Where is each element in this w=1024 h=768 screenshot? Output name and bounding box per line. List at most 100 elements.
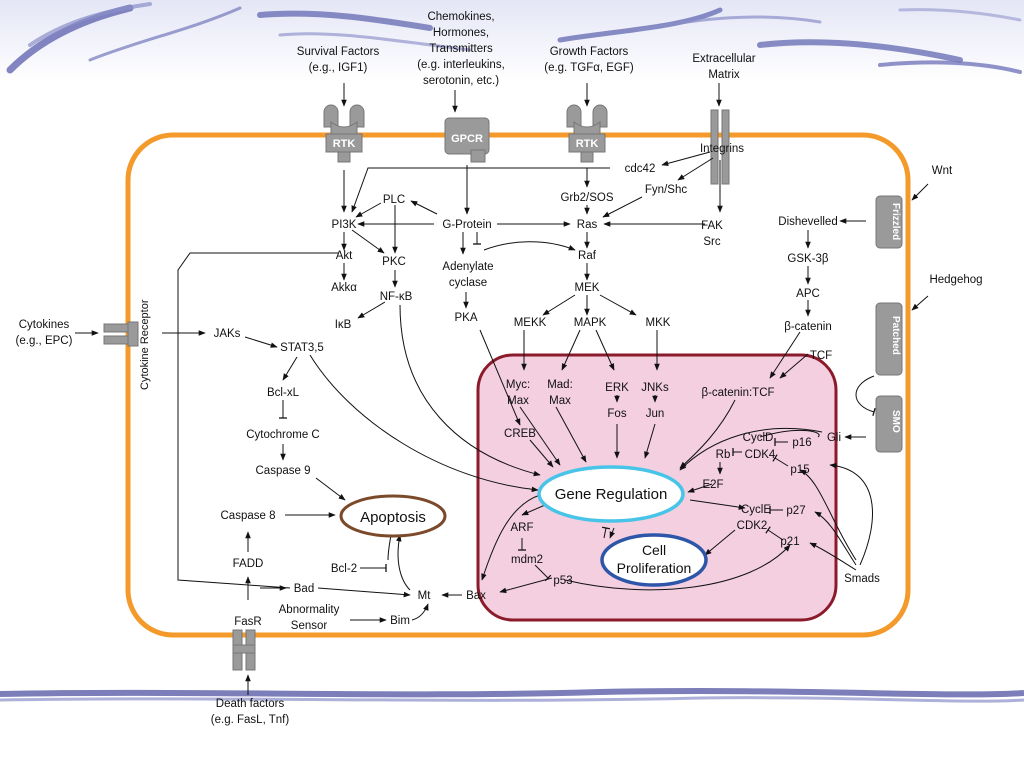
mad-max-label: Mad:Max xyxy=(547,379,573,407)
bottom-decoration xyxy=(0,688,1024,703)
mt-label: Mt xyxy=(418,590,432,602)
fadd-label: FADD xyxy=(233,558,264,570)
raf-label: Raf xyxy=(578,250,597,262)
b-catenin-label: β-catenin xyxy=(784,321,832,333)
smo-label: SMO xyxy=(890,410,901,433)
pkc-label: PKC xyxy=(382,256,406,268)
external-labels: Survival Factors(e.g., IGF1) Chemokines,… xyxy=(16,11,983,726)
gene-regulation-label: Gene Regulation xyxy=(555,486,668,503)
rtk2-receptor: RTK xyxy=(566,104,608,163)
stat-label: STAT3,5 xyxy=(280,342,324,354)
p21-label: p21 xyxy=(780,536,799,548)
wnt-label: Wnt xyxy=(932,165,953,177)
rb-label: Rb xyxy=(716,449,731,461)
apoptosis-node: Apoptosis xyxy=(339,494,447,538)
caspase9-label: Caspase 9 xyxy=(256,465,311,477)
hedgehog-label: Hedgehog xyxy=(929,274,982,286)
chemokines-label: Chemokines,Hormones,Transmitters(e.g. in… xyxy=(417,11,505,87)
erk-label: ERK xyxy=(605,382,629,394)
dishevelled-label: Dishevelled xyxy=(778,216,837,228)
fak-label: FAK xyxy=(701,220,723,232)
gsk3b-label: GSK-3β xyxy=(787,253,829,265)
survival-factors-label: Survival Factors(e.g., IGF1) xyxy=(297,46,380,74)
mekk-label: MEKK xyxy=(514,317,547,329)
gpcr-label: GPCR xyxy=(451,133,483,145)
jnks-label: JNKs xyxy=(641,382,669,394)
frizzled-receptor: Frizzled xyxy=(875,195,903,249)
gene-regulation-node: Gene Regulation xyxy=(537,465,685,523)
rtk1-label: RTK xyxy=(333,138,356,150)
nucleus-labels: Myc:Max Mad:Max ERK Fos JNKs Jun β-caten… xyxy=(504,379,812,587)
p27-label: p27 xyxy=(786,505,805,517)
integrin-receptor xyxy=(710,109,730,185)
fasr-receptor xyxy=(232,629,256,671)
cycle-label: CyclE xyxy=(741,504,771,516)
gpcr-receptor: GPCR xyxy=(444,117,490,163)
cdk2-label: CDK2 xyxy=(737,520,768,532)
b-catenin-tcf-label: β-catenin:TCF xyxy=(701,387,774,399)
p16-label: p16 xyxy=(792,437,811,449)
cdc42-label: cdc42 xyxy=(625,163,656,175)
growth-factors-label: Growth Factors(e.g. TGFα, EGF) xyxy=(544,46,634,74)
bcl2-label: Bcl-2 xyxy=(331,563,357,575)
fyn-shc-label: Fyn/Shc xyxy=(645,184,687,196)
nfkb-label: NF-κB xyxy=(380,291,413,303)
pka-label: PKA xyxy=(454,312,477,324)
src-label: Src xyxy=(703,236,721,248)
cdk4-label: CDK4 xyxy=(745,449,776,461)
jaks-label: JAKs xyxy=(214,328,241,340)
smads-label: Smads xyxy=(844,573,880,585)
mapk-label: MAPK xyxy=(574,317,607,329)
patched-receptor: Patched xyxy=(875,302,903,376)
creb-label: CREB xyxy=(504,428,536,440)
cytokine-receptor-label: Cytokine Receptor xyxy=(139,299,151,390)
bim-label: Bim xyxy=(390,615,410,627)
mdm2-label: mdm2 xyxy=(511,554,543,566)
e2f-label: E2F xyxy=(702,479,723,491)
integrins-label: Integrins xyxy=(700,143,744,155)
rtk1-receptor: RTK xyxy=(323,104,365,163)
tcf-label: TCF xyxy=(810,350,832,362)
apc-label: APC xyxy=(796,288,820,300)
ikb-label: IκB xyxy=(335,319,352,331)
grb2-sos-label: Grb2/SOS xyxy=(560,192,613,204)
pathway-arrows xyxy=(75,83,929,695)
mkk-label: MKK xyxy=(646,317,671,329)
akka-label: Akkα xyxy=(331,282,357,294)
bax-label: Bax xyxy=(466,590,486,602)
rtk2-label: RTK xyxy=(576,138,599,150)
cytochrome-c-label: Cytochrome C xyxy=(246,429,320,441)
cytokines-label: Cytokines(e.g., EPC) xyxy=(16,319,73,347)
akt-label: Akt xyxy=(336,250,353,262)
death-factors-label: Death factors(e.g. FasL, Tnf) xyxy=(211,698,290,726)
p15-label: p15 xyxy=(790,464,809,476)
pi3k-label: PI3K xyxy=(332,219,357,231)
mek-label: MEK xyxy=(575,282,600,294)
fasr-label: FasR xyxy=(234,616,261,628)
patched-label: Patched xyxy=(890,316,901,355)
cytoplasm-labels: Integrins cdc42 Grb2/SOS Fyn/Shc PLC PI3… xyxy=(214,143,881,632)
arf-label: ARF xyxy=(511,522,534,534)
cytokine-receptor: Cytokine Receptor xyxy=(103,299,151,390)
cycld-label: CyclD xyxy=(743,432,774,444)
caspase8-label: Caspase 8 xyxy=(221,510,276,522)
top-decoration xyxy=(0,0,1024,82)
g-protein-label: G-Protein xyxy=(442,219,491,231)
p53-label: p53 xyxy=(553,575,572,587)
fos-label: Fos xyxy=(607,408,626,420)
ras-label: Ras xyxy=(577,219,598,231)
bad-label: Bad xyxy=(294,583,314,595)
bcl-xl-label: Bcl-xL xyxy=(267,387,300,399)
myc-max-label: Myc:Max xyxy=(506,379,530,407)
plc-label: PLC xyxy=(383,194,405,206)
jun-label: Jun xyxy=(646,408,665,420)
frizzled-label: Frizzled xyxy=(890,203,901,240)
gli-label: Gli xyxy=(827,432,841,444)
apoptosis-label: Apoptosis xyxy=(360,509,426,526)
